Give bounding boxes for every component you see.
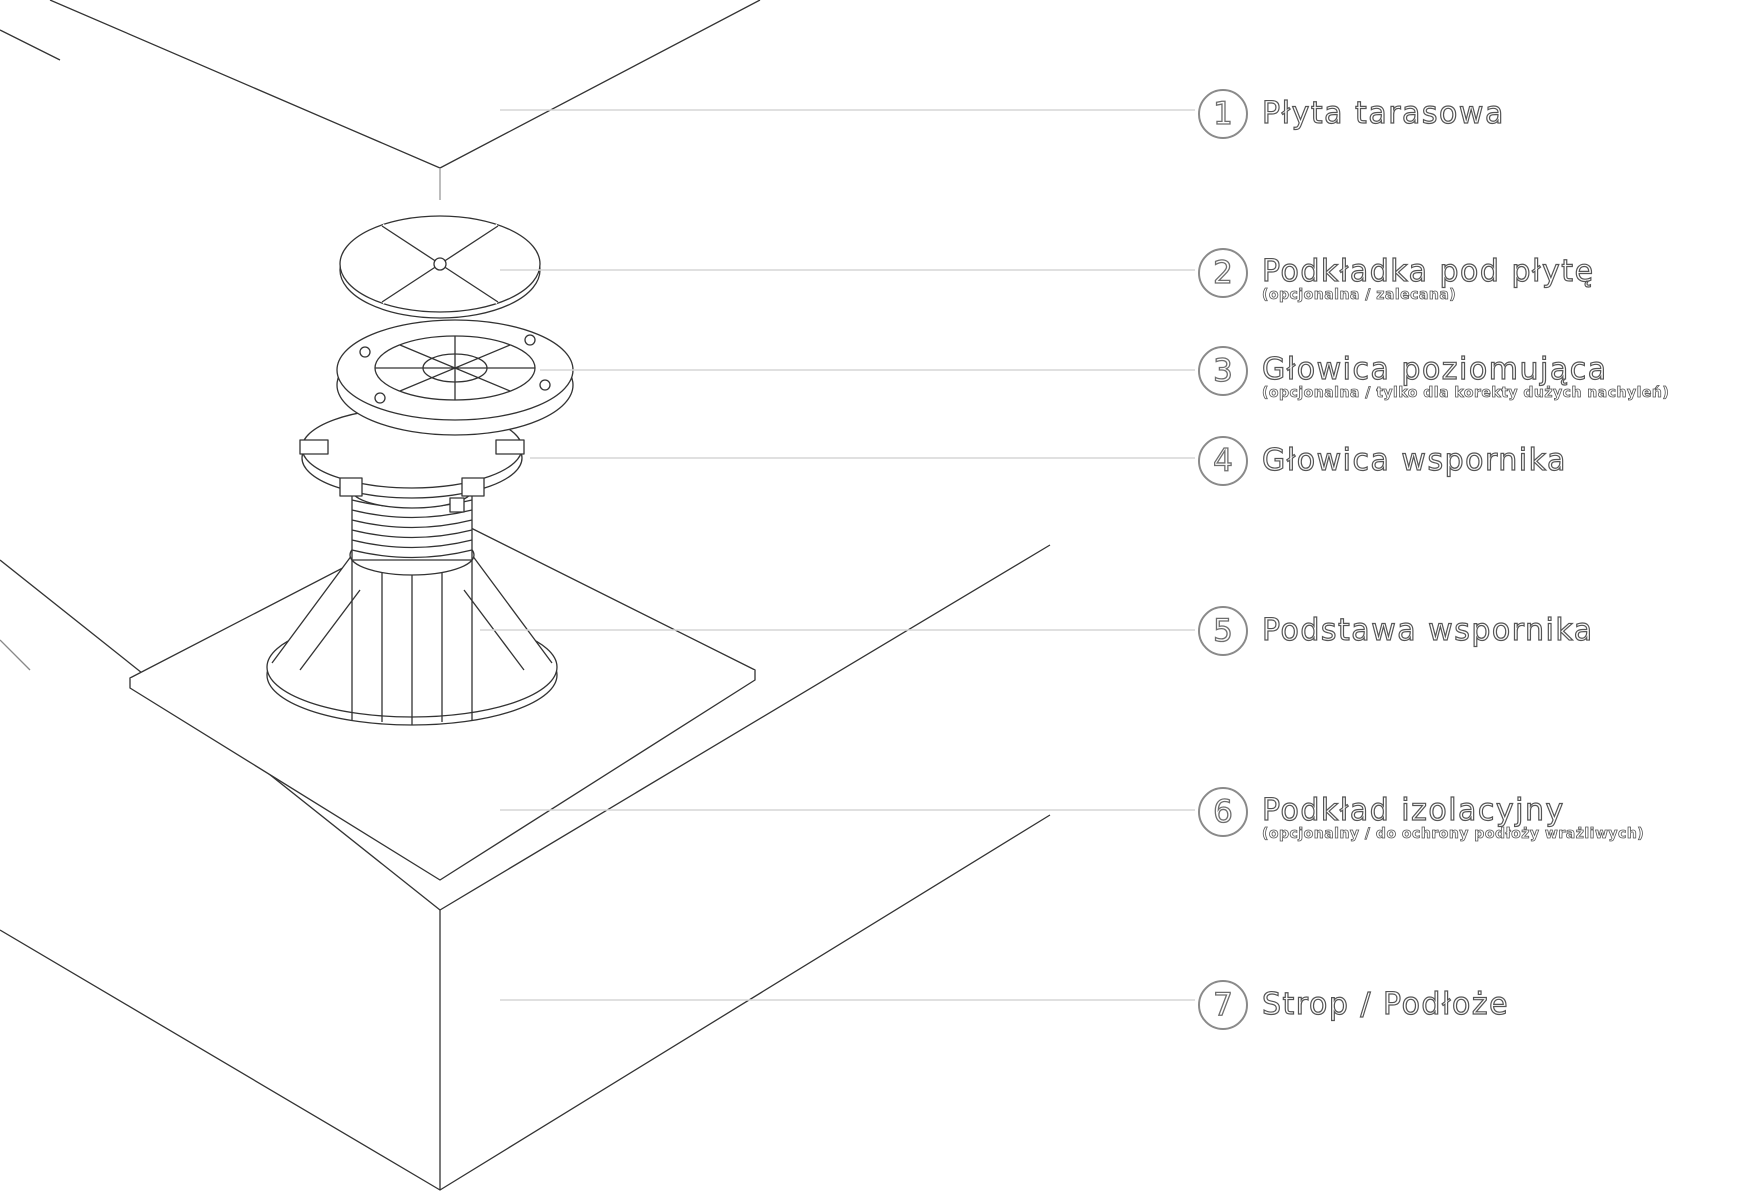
label-title-6: Podkład izolacyjny — [1261, 793, 1565, 828]
label-note-2: (opcjonalna / zalecana) — [1262, 287, 1457, 303]
number-badge-2: 2 — [1198, 248, 1248, 298]
number-badge-1: 1 — [1198, 89, 1248, 139]
support-head — [299, 407, 525, 513]
label-title-1: Płyta tarasowa — [1261, 96, 1505, 131]
label-title-5: Podstawa wspornika — [1261, 613, 1594, 648]
label-slab-pad: 2 Podkładka pod płytę (opcjonalna / zale… — [1198, 248, 1595, 302]
label-isolation-pad: 6 Podkład izolacyjny (opcjonalny / do oc… — [1198, 787, 1644, 841]
number-badge-3: 3 — [1198, 346, 1248, 396]
label-title-2: Podkładka pod płytę — [1261, 254, 1595, 289]
label-floor: 7 Strop / Podłoże — [1198, 980, 1509, 1030]
label-title-3: Głowica poziomująca — [1261, 352, 1608, 387]
leveling-head — [336, 319, 574, 436]
number-badge-6: 6 — [1198, 787, 1248, 837]
label-note-3: (opcjonalna / tylko dla korekty dużych n… — [1262, 385, 1670, 401]
label-title-4: Głowica wspornika — [1261, 443, 1567, 478]
slab-pad — [339, 215, 541, 319]
leader-lines — [480, 109, 1195, 1001]
label-note-6: (opcjonalny / do ochrony podłoży wrażliw… — [1262, 826, 1645, 842]
label-leveling-head: 3 Głowica poziomująca (opcjonalna / tylk… — [1198, 346, 1669, 400]
label-title-7: Strop / Podłoże — [1261, 987, 1510, 1022]
pedestal-base — [266, 534, 558, 726]
number-badge-4: 4 — [1198, 436, 1248, 486]
terrace-slab — [0, 0, 761, 200]
number-badge-5: 5 — [1198, 606, 1248, 656]
label-support-base: 5 Podstawa wspornika — [1198, 606, 1594, 656]
label-support-head: 4 Głowica wspornika — [1198, 436, 1567, 486]
number-badge-7: 7 — [1198, 980, 1248, 1030]
label-terrace-slab: 1 Płyta tarasowa — [1198, 89, 1505, 139]
